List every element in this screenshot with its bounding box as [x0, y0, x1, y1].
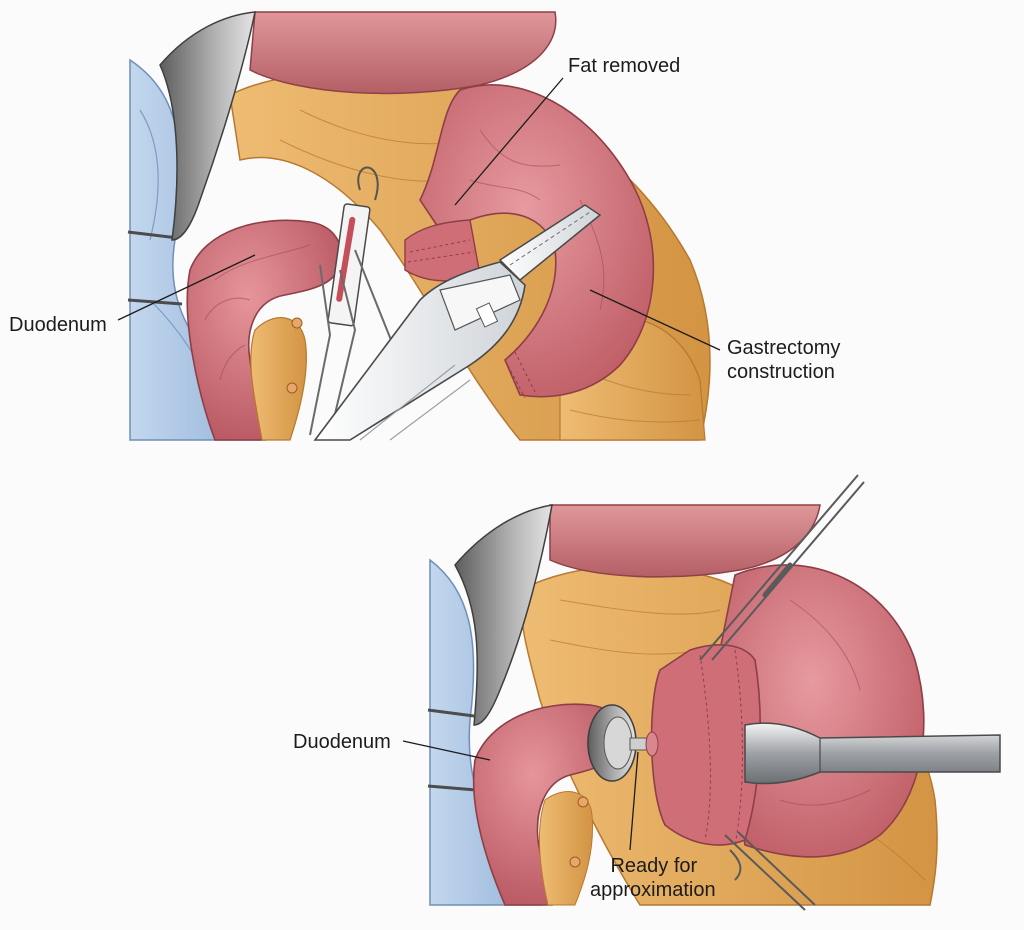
top-retractor	[159, 11, 256, 241]
bottom-circular-stapler	[744, 722, 1001, 785]
leader-lines	[117, 77, 721, 851]
label-ready-line2: approximation	[590, 879, 716, 901]
leader-duodenum-bottom	[402, 740, 491, 761]
bottom-duodenum	[472, 703, 622, 906]
bottom-graspers	[699, 474, 865, 911]
leader-duodenum-top	[117, 254, 256, 321]
leader-ready	[629, 751, 639, 851]
label-duodenum-top: Duodenum	[9, 314, 107, 336]
bottom-retractor	[454, 504, 553, 726]
label-gastrectomy-line1: Gastrectomy	[727, 337, 841, 359]
leader-fat-removed	[454, 77, 564, 206]
label-duodenum-bottom: Duodenum	[293, 731, 391, 753]
top-panel	[127, 11, 711, 441]
top-liver	[249, 11, 557, 95]
top-clamp	[309, 166, 396, 436]
bottom-anvil	[587, 704, 659, 782]
label-ready-for-approximation: Ready for approximation	[590, 854, 716, 902]
bottom-gastric-stump	[650, 644, 762, 846]
top-duodenum	[186, 219, 342, 441]
bottom-panel	[427, 474, 1001, 911]
label-ready-line1: Ready for	[610, 855, 698, 877]
label-gastrectomy-line2: construction	[727, 361, 835, 383]
top-stapler	[313, 204, 602, 441]
leader-gastrectomy	[589, 289, 721, 351]
label-gastrectomy-construction: Gastrectomy construction	[727, 336, 840, 384]
label-fat-removed: Fat removed	[568, 55, 681, 77]
